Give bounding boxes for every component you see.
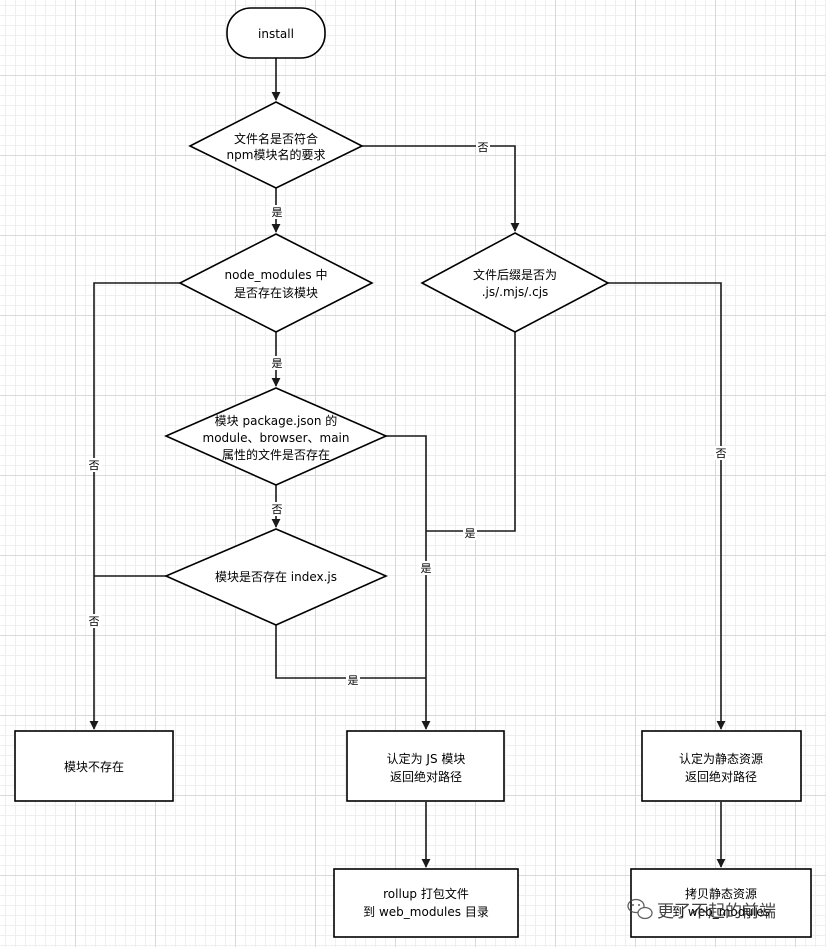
svg-text:是: 是	[348, 674, 359, 687]
svg-text:node_modules 中: node_modules 中	[225, 267, 328, 282]
svg-text:module、browser、main: module、browser、main	[203, 431, 350, 445]
watermark: 更了不起的前端	[627, 898, 776, 922]
svg-text:模块不存在: 模块不存在	[64, 760, 124, 774]
svg-text:模块是否存在 index.js: 模块是否存在 index.js	[215, 570, 337, 584]
edge-label-index-no: 否	[87, 614, 101, 628]
svg-text:认定为静态资源: 认定为静态资源	[679, 751, 763, 766]
svg-text:是: 是	[272, 206, 283, 219]
svg-text:.js/.mjs/.cjs: .js/.mjs/.cjs	[482, 285, 549, 299]
edge-label-extension-no: 否	[714, 446, 728, 460]
svg-text:返回绝对路径: 返回绝对路径	[685, 769, 757, 784]
wechat-icon	[627, 898, 653, 920]
svg-text:到 web_modules 目录: 到 web_modules 目录	[363, 905, 489, 919]
svg-text:拷贝静态资源: 拷贝静态资源	[685, 886, 757, 901]
node-copy-static: 拷贝静态资源 到 web_modules	[630, 868, 812, 938]
edge-extension-no-to-static	[608, 282, 726, 730]
edge-extension-yes-to-js-module	[426, 332, 516, 532]
decision-name-check: 文件名是否符合 npm模块名的要求	[188, 101, 364, 189]
node-module-not-found: 模块不存在	[14, 730, 174, 802]
svg-text:否: 否	[89, 615, 100, 628]
node-install: install	[226, 7, 326, 59]
edge-label-name-no: 否	[476, 140, 490, 154]
svg-text:属性的文件是否存在: 属性的文件是否存在	[222, 447, 330, 462]
svg-text:模块 package.json 的: 模块 package.json 的	[215, 413, 338, 428]
node-static-resource: 认定为静态资源 返回绝对路径	[641, 730, 802, 802]
svg-text:认定为 JS 模块: 认定为 JS 模块	[387, 751, 466, 766]
svg-text:否: 否	[272, 503, 283, 516]
svg-text:否: 否	[89, 459, 100, 472]
svg-text:返回绝对路径: 返回绝对路径	[390, 769, 462, 784]
svg-text:是: 是	[272, 357, 283, 370]
svg-text:文件后缀是否为: 文件后缀是否为	[473, 267, 557, 282]
edge-label-extension-yes: 是	[463, 526, 477, 540]
edge-label-index-yes: 是	[346, 673, 360, 687]
svg-text:更了不起的前端: 更了不起的前端	[657, 902, 776, 922]
edge-label-node-modules-yes: 是	[270, 356, 284, 370]
edge-package-json-yes-to-js-module	[386, 435, 431, 730]
node-rollup-bundle: rollup 打包文件 到 web_modules 目录	[333, 868, 519, 938]
svg-text:是: 是	[421, 562, 432, 575]
edge-index-yes-to-js-module	[275, 625, 426, 679]
decision-package-json: 模块 package.json 的 module、browser、main 属性…	[164, 387, 388, 486]
decision-extension: 文件后缀是否为 .js/.mjs/.cjs	[420, 232, 610, 333]
edge-node-modules-no-to-not-found	[89, 282, 180, 730]
svg-text:到 web_modules: 到 web_modules	[672, 905, 770, 919]
decision-index-js: 模块是否存在 index.js	[163, 528, 389, 626]
decision-node-modules: node_modules 中 是否存在该模块	[178, 233, 374, 333]
svg-text:否: 否	[716, 447, 727, 460]
edge-label-package-json-yes: 是	[419, 561, 433, 575]
edge-labels: 否 是 是 否 否 否 是 是	[87, 140, 728, 687]
edge-label-package-json-no: 否	[270, 502, 284, 516]
edge-label-node-modules-no: 否	[87, 458, 101, 472]
svg-text:否: 否	[478, 141, 489, 154]
edge-name-no-to-extension	[362, 145, 520, 232]
svg-text:npm模块名的要求: npm模块名的要求	[227, 147, 326, 162]
svg-text:是: 是	[465, 527, 476, 540]
svg-text:是否存在该模块: 是否存在该模块	[234, 286, 318, 300]
edge-label-name-yes: 是	[270, 205, 284, 219]
svg-text:文件名是否符合: 文件名是否符合	[234, 131, 318, 146]
edges	[89, 58, 726, 868]
svg-text:install: install	[258, 27, 294, 41]
node-js-module: 认定为 JS 模块 返回绝对路径	[346, 730, 505, 802]
svg-text:rollup 打包文件: rollup 打包文件	[383, 886, 469, 901]
